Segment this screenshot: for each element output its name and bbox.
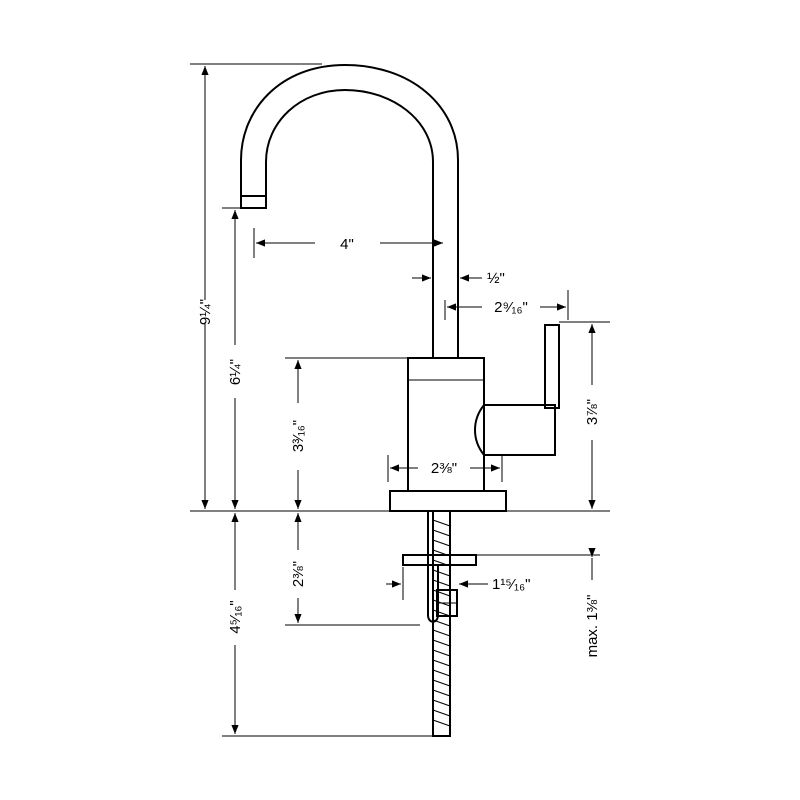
total-height-label: 9¼" <box>197 299 214 325</box>
shank-length-label: 2⅜" <box>290 561 307 587</box>
handle-offset-label: 2⁹⁄₁₆" <box>494 299 528 316</box>
spout-inner <box>265 88 434 358</box>
escutcheon-base <box>389 490 507 512</box>
body-height-label: 3³⁄₁₆" <box>290 420 307 452</box>
mounting-plate <box>402 554 477 566</box>
spout-outer <box>240 63 459 358</box>
handle-hub <box>474 404 556 456</box>
aerator <box>240 195 267 209</box>
faucet-outline <box>240 63 560 737</box>
max-counter-label: max. 1⅜" <box>584 595 601 658</box>
nut-width-label: 1¹⁵⁄₁₆" <box>492 576 531 593</box>
spout-diameter-label: ½" <box>487 270 505 287</box>
shank-thread <box>432 519 451 727</box>
extension-lines <box>190 63 610 737</box>
outlet-height-label: 6¼" <box>227 359 244 385</box>
handle-height-label: 3⅞" <box>584 399 601 425</box>
lever-handle <box>544 324 560 409</box>
dimension-labels: 9¼" 6¼" 3³⁄₁₆" 2⅜" 4⁵⁄₁₆" 3⅞" max. 1⅜" 4… <box>197 236 601 657</box>
total-shank-label: 4⁵⁄₁₆" <box>227 600 244 634</box>
base-width-label: 2⅜" <box>431 460 457 477</box>
reach-label: 4" <box>340 236 354 253</box>
dimension-lines <box>201 66 596 734</box>
